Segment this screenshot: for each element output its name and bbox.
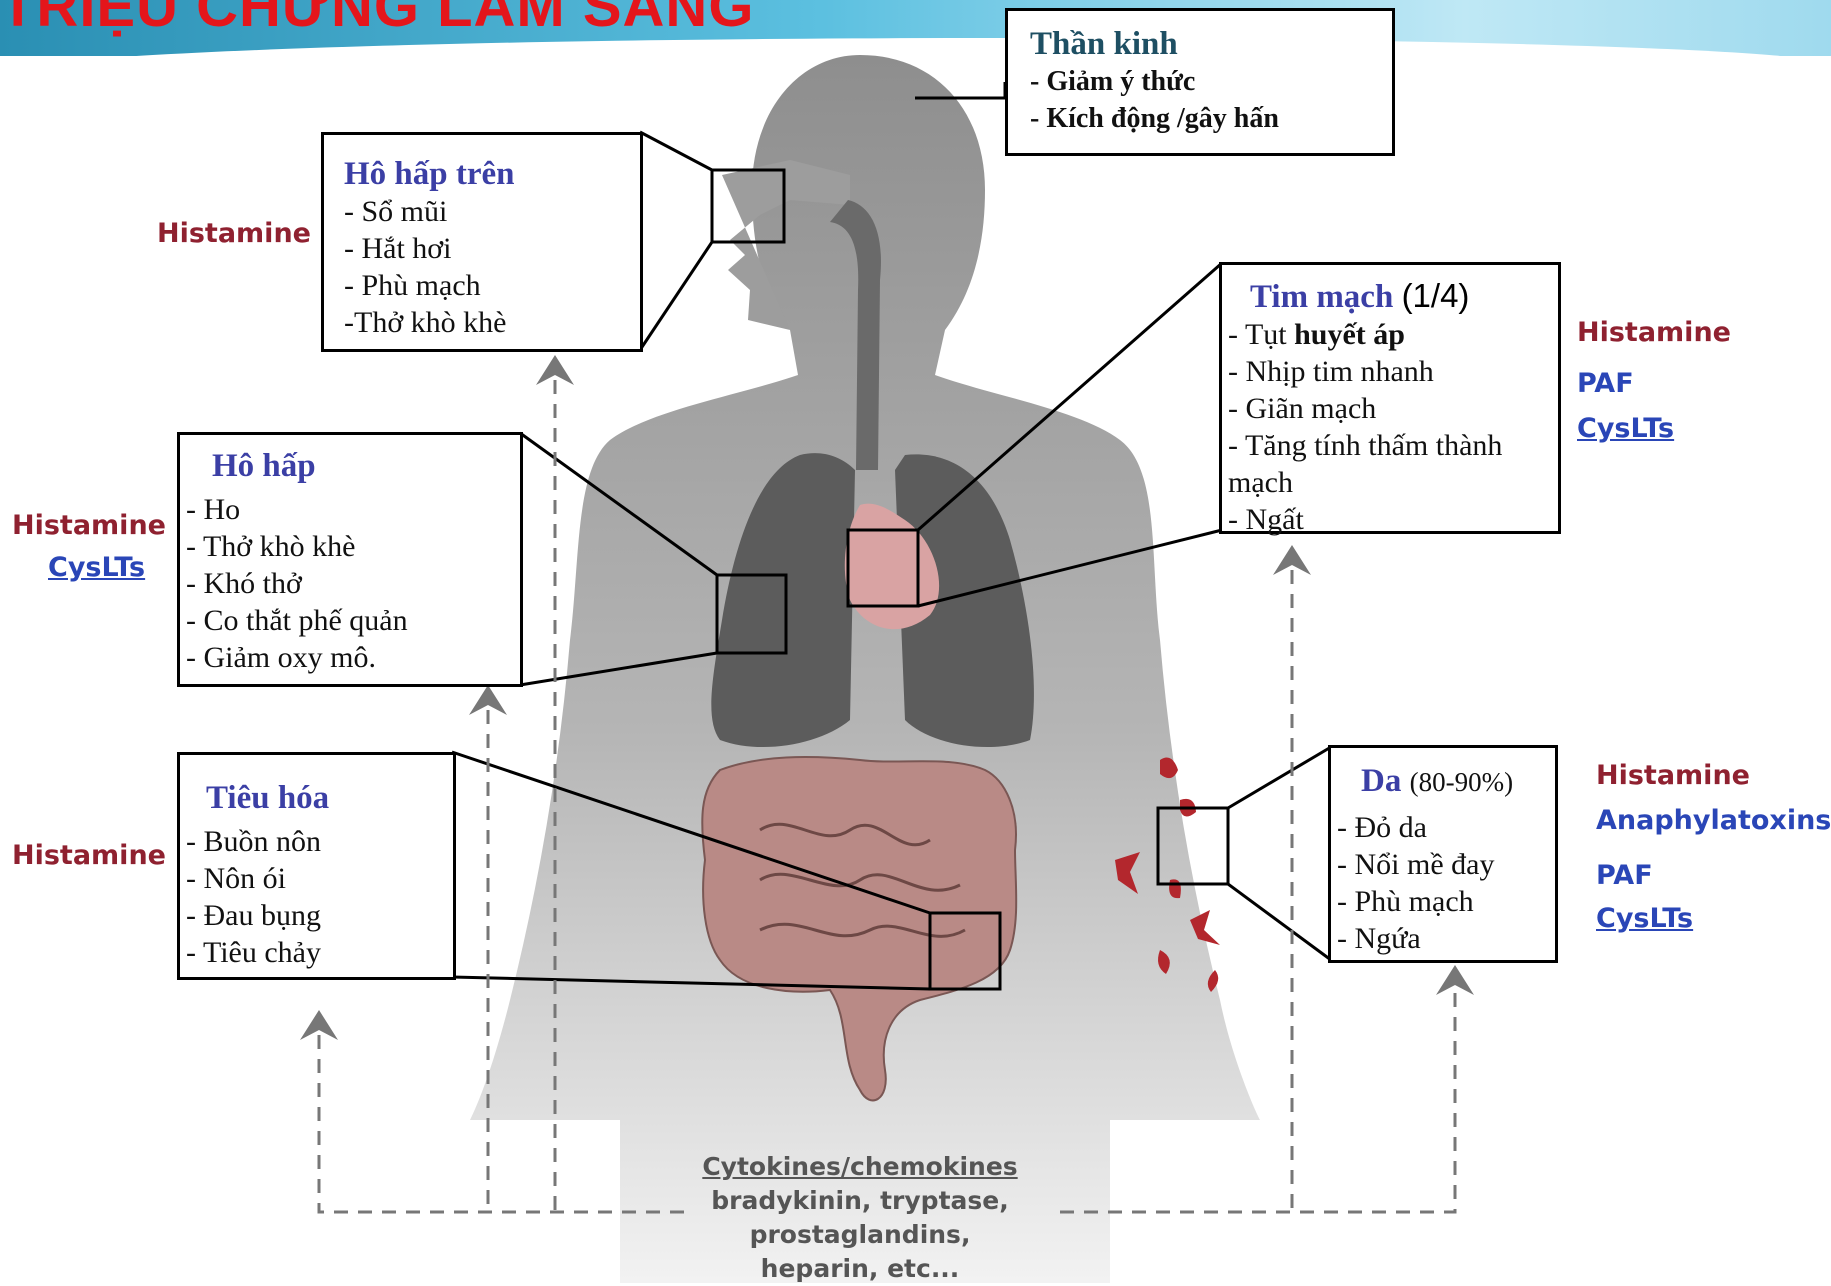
box-tieu-hoa-line-1: - Buồn nôn (186, 823, 453, 860)
box-tim-mach-line-1-prefix: - Tụt (1228, 318, 1294, 351)
mediator-source-line-2: bradykinin, tryptase, (660, 1184, 1060, 1218)
box-tieu-hoa-line-4: - Tiêu chảy (186, 934, 453, 971)
box-da-percent: (80-90%) (1410, 767, 1513, 797)
box-ho-hap-tren-line-2: - Hắt hơi (344, 230, 640, 267)
mediator-da-histamine: Histamine (1596, 760, 1750, 791)
box-than-kinh: Thần kinh - Giảm ý thức - Kích động /gây… (1005, 8, 1395, 156)
box-than-kinh-line-2: - Kích động /gây hấn (1030, 100, 1392, 137)
mediator-da-cyslts[interactable]: CysLTs (1596, 903, 1693, 934)
mediator-tim-mach-paf: PAF (1577, 368, 1634, 399)
mediator-da-anaphylatoxins: Anaphylatoxins (1596, 805, 1831, 836)
mediator-ho-hap-histamine: Histamine (12, 510, 166, 541)
box-da: Da (80-90%) - Đỏ da - Nổi mề đay - Phù m… (1328, 745, 1558, 963)
box-ho-hap: Hô hấp - Ho - Thở khò khè - Khó thở - Co… (177, 432, 523, 687)
box-tim-mach-line-3: - Giãn mạch (1228, 390, 1558, 427)
mediator-source-list: Cytokines/chemokines bradykinin, tryptas… (660, 1150, 1060, 1286)
box-ho-hap-tren-line-3: - Phù mạch (344, 267, 640, 304)
box-than-kinh-line-1: - Giảm ý thức (1030, 63, 1392, 100)
box-da-line-2: - Nổi mề đay (1337, 846, 1555, 883)
box-ho-hap-tren-line-4: -Thở khò khè (344, 304, 640, 341)
mediator-da-paf: PAF (1596, 860, 1653, 891)
box-tieu-hoa-heading: Tiêu hóa (186, 779, 453, 817)
box-tim-mach-line-2: - Nhịp tim nhanh (1228, 353, 1558, 390)
mediator-source-line-4: heparin, etc... (660, 1252, 1060, 1286)
box-than-kinh-heading: Thần kinh (1030, 25, 1392, 63)
box-tim-mach-line-1-bold: huyết áp (1294, 318, 1405, 351)
box-tim-mach-line-4: - Tăng tính thấm thành (1228, 427, 1558, 464)
box-tieu-hoa-line-3: - Đau bụng (186, 897, 453, 934)
box-ho-hap-line-3: - Khó thở (186, 565, 520, 602)
box-tim-mach-line-6: - Ngất (1228, 501, 1558, 538)
box-tim-mach-heading: Tim mạch (1250, 279, 1393, 315)
mediator-source-line-3: prostaglandins, (660, 1218, 1060, 1252)
box-ho-hap-line-4: - Co thắt phế quản (186, 602, 520, 639)
mediator-tieu-hoa-histamine: Histamine (12, 840, 166, 871)
box-tim-mach-line-1: - Tụt huyết áp (1228, 316, 1558, 353)
mediator-tim-mach-cyslts[interactable]: CysLTs (1577, 413, 1674, 444)
mediator-source-line-1: Cytokines/chemokines (660, 1150, 1060, 1184)
box-tieu-hoa-line-2: - Nôn ói (186, 860, 453, 897)
box-da-line-1: - Đỏ da (1337, 809, 1555, 846)
box-tim-mach-fraction: (1/4) (1402, 277, 1470, 314)
box-da-heading-row: Da (80-90%) (1337, 762, 1555, 801)
box-ho-hap-line-1: - Ho (186, 491, 520, 528)
box-tim-mach-line-5: mạch (1228, 464, 1558, 501)
box-da-line-3: - Phù mạch (1337, 883, 1555, 920)
box-ho-hap-tren: Hô hấp trên - Sổ mũi - Hắt hơi - Phù mạc… (321, 132, 643, 352)
box-da-heading: Da (1361, 763, 1401, 799)
box-ho-hap-tren-heading: Hô hấp trên (344, 155, 640, 193)
box-ho-hap-heading: Hô hấp (186, 447, 520, 485)
mediator-ho-hap-cyslts[interactable]: CysLTs (48, 552, 145, 583)
box-ho-hap-line-2: - Thở khò khè (186, 528, 520, 565)
box-tim-mach-heading-row: Tim mạch (1/4) (1228, 277, 1558, 316)
box-da-line-4: - Ngứa (1337, 920, 1555, 957)
box-ho-hap-line-5: - Giảm oxy mô. (186, 639, 520, 676)
box-tim-mach: Tim mạch (1/4) - Tụt huyết áp - Nhịp tim… (1219, 262, 1561, 534)
box-ho-hap-tren-line-1: - Sổ mũi (344, 193, 640, 230)
box-tieu-hoa: Tiêu hóa - Buồn nôn - Nôn ói - Đau bụng … (177, 752, 456, 980)
mediator-ho-hap-tren-histamine: Histamine (157, 218, 311, 249)
mediator-tim-mach-histamine: Histamine (1577, 317, 1731, 348)
